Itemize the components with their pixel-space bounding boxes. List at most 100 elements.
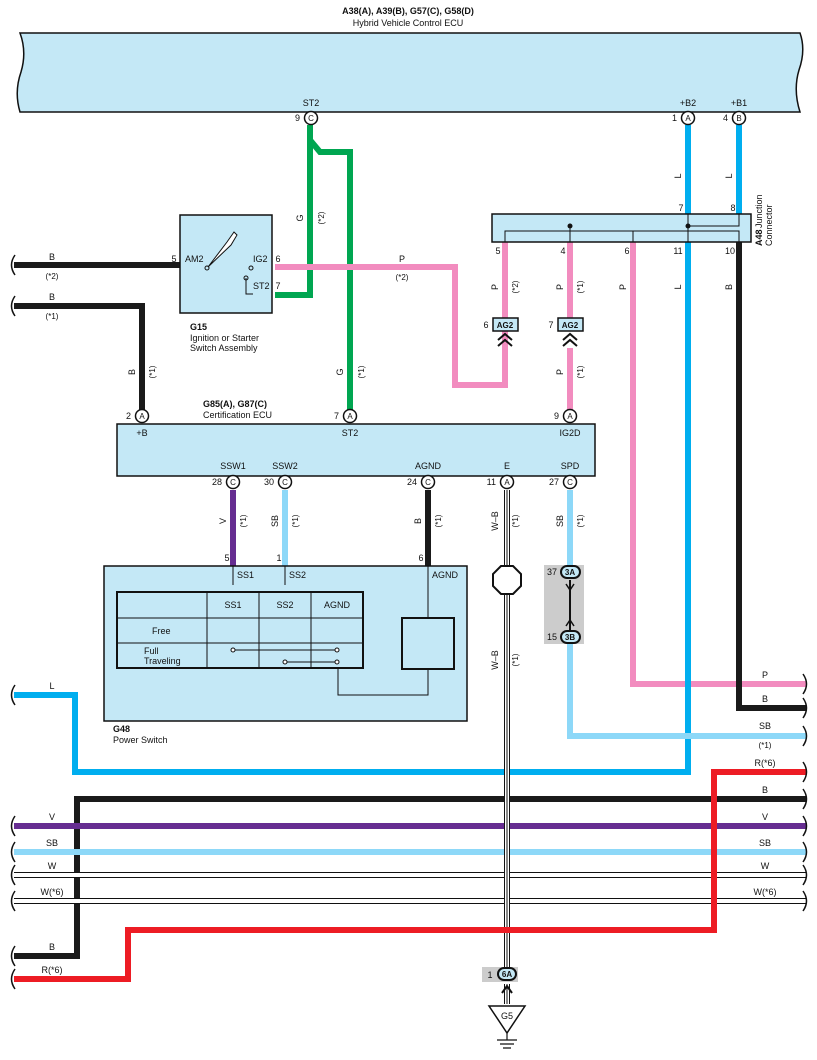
wires (14, 125, 806, 1004)
ignition-pin-ig2: 6 (275, 254, 280, 264)
lbl-b-agnd-note: (*1) (434, 514, 443, 527)
lbl-g-st2-cert-note: (*1) (357, 365, 366, 378)
ignition-name-1: Ignition or Starter (190, 333, 259, 343)
lbl-g-st2-cert: G (335, 368, 345, 375)
cert-pin-ssw2: C30 (264, 474, 293, 490)
lbl-l-left: L (49, 681, 54, 691)
lbl-l-b: B (49, 942, 55, 952)
ag2-right-label: AG2 (562, 321, 579, 330)
ignition-pin-st2: 7 (275, 281, 280, 291)
hv-pin-st2-conn: C (308, 114, 314, 123)
junction-name-1: Junction (754, 194, 764, 228)
lbl-sb-ssw2: SB (270, 515, 280, 527)
junction-connector-a48: 7 8 5 4 6 11 10 A48 Junction Connector (491, 194, 774, 256)
lbl-r-b: B (762, 694, 768, 704)
cert-pin-e-num: 11 (487, 477, 496, 487)
ground-label: G5 (501, 1011, 513, 1021)
cert-pin-st2-conn: A (347, 412, 353, 421)
ps-table-agnd: AGND (324, 600, 351, 610)
lbl-b-plusb-v: B (127, 369, 137, 375)
lbl-r-sb2: SB (759, 838, 771, 848)
cert-pin-ig2d: A9 (554, 408, 578, 424)
lbl-p-6: P (618, 284, 628, 290)
hv-pin-b1-num: 4 (723, 113, 728, 123)
ground-conn: 6A (502, 970, 512, 979)
cert-pin-spd-conn: C (567, 478, 573, 487)
lbl-p-4-note: (*1) (576, 280, 585, 293)
ag2-right-pin: 7 (548, 320, 553, 330)
lbl-l-11: L (673, 284, 683, 289)
hv-b2-term: +B2 (680, 98, 696, 108)
cert-pin-ssw1: C28 (212, 474, 241, 490)
wire-l-junction-11 (14, 242, 691, 775)
spd-junction: 3A 3B 37 15 (544, 565, 584, 644)
lbl-p-ig2d-note: (*1) (576, 365, 585, 378)
cert-pin-e-conn: A (504, 478, 510, 487)
ignition-code: G15 (190, 322, 207, 332)
ignition-am2-label: AM2 (185, 254, 204, 264)
hv-pin-b2-num: 1 (672, 113, 677, 123)
lbl-b-plusb: B (49, 292, 55, 302)
ag2-connectors: AG2 6 AG2 7 (483, 317, 584, 347)
spd-top-conn: 3A (565, 568, 575, 577)
lbl-sb-spd-note: (*1) (576, 514, 585, 527)
lbl-p-ig2: P (399, 254, 405, 264)
lbl-wb-e-note: (*1) (511, 514, 520, 527)
junction-name-2: Connector (764, 204, 774, 246)
wire-p-ig2 (275, 264, 508, 388)
ps-row-full-2: Traveling (144, 656, 181, 666)
ps-agnd-label: AGND (432, 570, 459, 580)
cert-pin-agnd: C24 (407, 474, 436, 490)
lbl-b-plusb-note: (*1) (46, 312, 59, 321)
lbl-r-sb-note: (*1) (759, 741, 772, 750)
wire-b-plusb (14, 303, 145, 410)
cert-pin-plusb-conn: A (139, 412, 145, 421)
lbl-l-r6: R(*6) (41, 965, 62, 975)
lbl-g-st2-top-note: (*2) (317, 211, 326, 224)
cert-name: Certification ECU (203, 410, 272, 420)
cert-pin-spd: C27 (549, 474, 578, 490)
ag2-left-pin: 6 (483, 320, 488, 330)
ps-name: Power Switch (113, 735, 168, 745)
hv-pin-b1: B4 (723, 110, 747, 126)
wire-r-bus (14, 769, 806, 982)
lbl-p-5-note: (*2) (511, 280, 520, 293)
lbl-r-p: P (762, 670, 768, 680)
cert-pin-ssw2-num: 30 (264, 477, 274, 487)
junction-pin-7: 7 (678, 203, 683, 213)
lbl-p-5: P (490, 284, 500, 290)
lbl-wb-e2: W–B (490, 650, 500, 670)
ag2-left-label: AG2 (497, 321, 514, 330)
lbl-b-am2-note: (*2) (46, 272, 59, 281)
ps-ss1-label: SS1 (237, 570, 254, 580)
ignition-switch-g15: AM2 IG2 ST2 5 6 7 G15 Ignition or Starte… (171, 214, 281, 353)
spd-top-num: 37 (547, 567, 557, 577)
cert-term-e: E (504, 461, 510, 471)
ps-table-ss2: SS2 (276, 600, 293, 610)
lbl-wb-e2-note: (*1) (511, 653, 520, 666)
cert-pin-ig2d-num: 9 (554, 411, 559, 421)
cert-pin-plusb: A2 (126, 408, 150, 424)
hv-ecu-name: Hybrid Vehicle Control ECU (353, 18, 464, 28)
hv-pin-st2-num: 9 (295, 113, 300, 123)
hv-ecu-codes: A38(A), A39(B), G57(C), G58(D) (342, 6, 474, 16)
power-switch-g48: SS1 SS2 AGND 5 1 6 SS1 SS2 AGND Free Ful… (103, 553, 468, 745)
lbl-r-v: V (762, 812, 768, 822)
hv-pin-b2: A1 (672, 110, 696, 126)
cert-term-spd: SPD (561, 461, 580, 471)
lbl-r-sb: SB (759, 721, 771, 731)
cert-term-ssw2: SSW2 (272, 461, 298, 471)
lbl-b-agnd: B (413, 518, 423, 524)
lbl-r-b2: B (762, 785, 768, 795)
wire-labels: B (*2) B (*1) P (*2) G (*2) G (*1) B (*1… (41, 173, 777, 975)
lbl-sb-ssw2-note: (*1) (291, 514, 300, 527)
wire-p-junction-6 (630, 242, 806, 687)
cert-pin-ig2d-conn: A (567, 412, 573, 421)
lbl-v-ssw1-note: (*1) (239, 514, 248, 527)
junction-pin-5: 5 (495, 246, 500, 256)
cert-term-ssw1: SSW1 (220, 461, 246, 471)
ps-pin-ss2: 1 (276, 553, 281, 563)
ps-pin-ss1: 5 (224, 553, 229, 563)
